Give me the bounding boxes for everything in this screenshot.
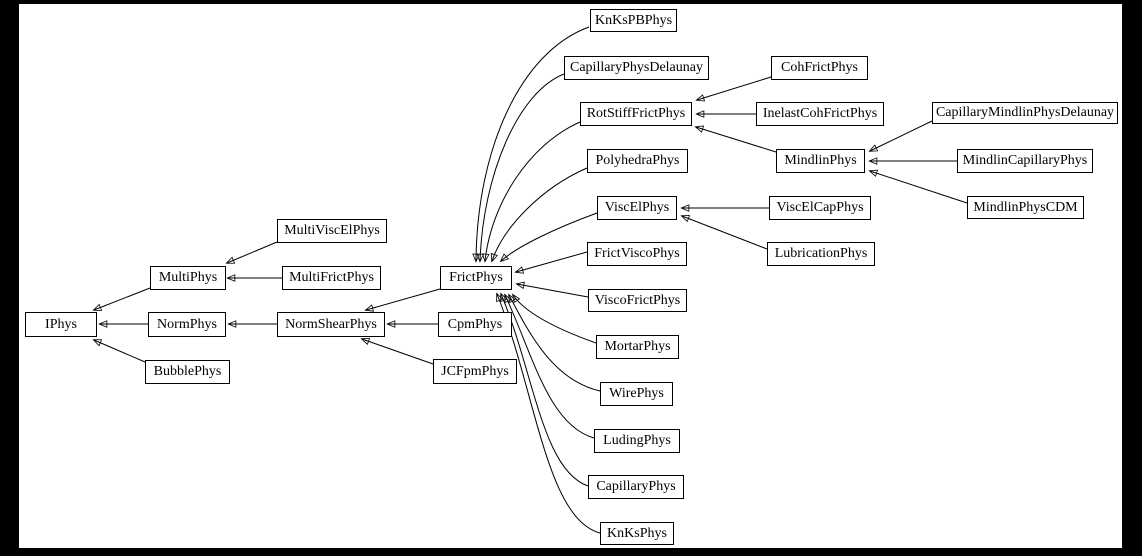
node-frictviscophys[interactable]: FrictViscoPhys xyxy=(587,242,687,266)
node-iphys[interactable]: IPhys xyxy=(25,312,97,337)
node-knkspbphys[interactable]: KnKsPBPhys xyxy=(590,9,677,32)
node-cpmphys[interactable]: CpmPhys xyxy=(438,312,512,337)
node-mortarphys[interactable]: MortarPhys xyxy=(596,335,679,359)
node-multiviscelphys[interactable]: MultiViscElPhys xyxy=(277,219,387,243)
node-inelastcohfrictphys[interactable]: InelastCohFrictPhys xyxy=(756,102,884,126)
node-mindlinphyscdm[interactable]: MindlinPhysCDM xyxy=(967,196,1084,219)
node-cohfrictphys[interactable]: CohFrictPhys xyxy=(771,56,868,80)
node-knksphys[interactable]: KnKsPhys xyxy=(600,522,674,545)
node-multifrictphys[interactable]: MultiFrictPhys xyxy=(282,266,381,290)
node-viscelcapphys[interactable]: ViscElCapPhys xyxy=(769,196,871,220)
node-lubricationphys[interactable]: LubricationPhys xyxy=(767,242,875,266)
node-bubblephys[interactable]: BubblePhys xyxy=(145,360,230,384)
node-normshearphys[interactable]: NormShearPhys xyxy=(277,312,385,337)
node-capillaryphys[interactable]: CapillaryPhys xyxy=(588,475,684,499)
node-polyhedraphys[interactable]: PolyhedraPhys xyxy=(587,149,688,173)
node-capillarymindlinphysdelaunay[interactable]: CapillaryMindlinPhysDelaunay xyxy=(932,102,1118,124)
node-wirephys[interactable]: WirePhys xyxy=(600,382,673,406)
node-viscelphys[interactable]: ViscElPhys xyxy=(597,196,677,220)
node-ludingphys[interactable]: LudingPhys xyxy=(594,429,680,453)
node-viscofrictphys[interactable]: ViscoFrictPhys xyxy=(588,289,687,312)
node-normphys[interactable]: NormPhys xyxy=(148,312,226,337)
node-frictphys[interactable]: FrictPhys xyxy=(440,266,512,290)
node-rotstifffrictphys[interactable]: RotStiffFrictPhys xyxy=(580,102,692,126)
node-mindlincapillaryphys[interactable]: MindlinCapillaryPhys xyxy=(957,149,1093,173)
node-mindlinphys[interactable]: MindlinPhys xyxy=(776,149,865,173)
node-jcfpmphys[interactable]: JCFpmPhys xyxy=(433,359,517,384)
node-multiphys[interactable]: MultiPhys xyxy=(150,266,226,290)
node-capillaryphysdelaunay[interactable]: CapillaryPhysDelaunay xyxy=(564,56,709,80)
